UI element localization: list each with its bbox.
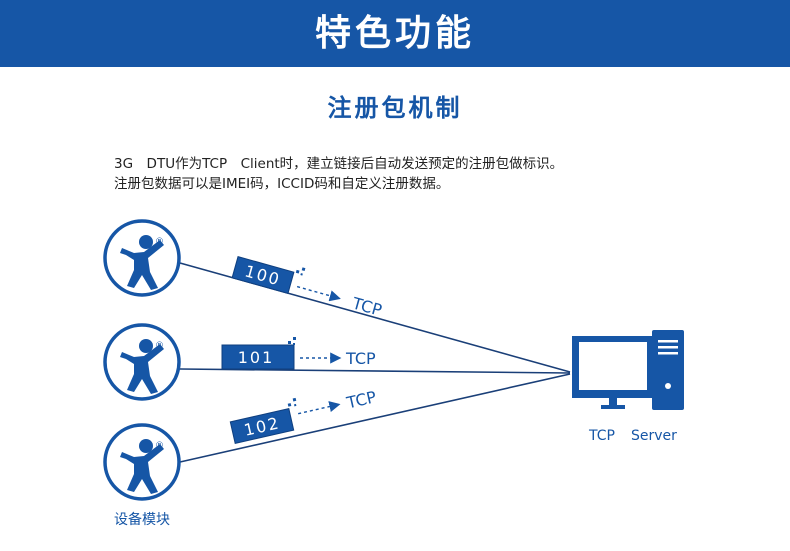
connection-line-3 <box>179 373 571 463</box>
signal-bit-icon <box>288 341 291 344</box>
server-computer-icon <box>572 330 684 410</box>
signal-bit-icon <box>294 403 297 407</box>
signal-bit-icon <box>293 337 296 340</box>
description: 3G DTU作为TCP Client时，建立链接后自动发送预定的注册包做标识。 … <box>114 154 734 194</box>
packet-arrow-3 <box>298 401 341 415</box>
signal-bit-icon <box>287 403 292 407</box>
device-person-icon <box>120 439 164 494</box>
packet-arrow-1 <box>296 285 341 302</box>
monitor-neck <box>609 398 617 406</box>
packet-group-3: 102 TCP <box>229 387 378 444</box>
device-person-icon <box>120 339 164 394</box>
signal-bit-icon <box>292 397 297 402</box>
description-line-2: 注册包数据可以是IMEI码，ICCID码和自定义注册数据。 <box>114 176 450 192</box>
packet-id-1: 100 <box>243 261 283 289</box>
power-button-icon <box>665 383 671 389</box>
device-caption: 设备模块 <box>114 511 170 528</box>
packet-group-2: 101 TCP <box>221 337 376 370</box>
signal-bit-icon <box>295 269 300 274</box>
section-title: 注册包机制 <box>327 94 463 122</box>
signal-bit-icon <box>301 267 306 272</box>
registered-mark: ® <box>155 237 164 247</box>
registered-mark: ® <box>155 341 164 351</box>
packet-group-1: 100 TCP <box>231 255 384 320</box>
tower-slot <box>658 340 678 343</box>
protocol-label-3: TCP <box>344 387 378 412</box>
tower-slot <box>658 346 678 349</box>
description-line-1: 3G DTU作为TCP Client时，建立链接后自动发送预定的注册包做标识。 <box>114 156 564 172</box>
tower-slot <box>658 352 678 355</box>
signal-bit-icon <box>300 273 303 276</box>
connection-line-2 <box>179 368 571 374</box>
monitor-screen <box>579 342 647 390</box>
signal-bit-icon <box>293 343 295 345</box>
packet-box-3 <box>229 408 295 444</box>
banner-title: 特色功能 <box>314 13 475 54</box>
packet-id-3: 102 <box>242 413 282 440</box>
device-node-1: ® <box>103 219 181 297</box>
server-label-server: Server <box>631 428 677 444</box>
protocol-label-2: TCP <box>345 349 376 368</box>
monitor-base <box>601 405 625 409</box>
device-node-3: ® <box>103 423 181 501</box>
protocol-label-1: TCP <box>349 293 384 320</box>
packet-id-2: 101 <box>238 348 275 367</box>
device-node-2: ® <box>103 323 181 401</box>
packet-box-1 <box>231 255 295 295</box>
packet-box-2 <box>221 344 295 370</box>
device-person-icon <box>120 235 164 290</box>
registered-mark: ® <box>155 441 164 451</box>
header-banner <box>0 0 790 67</box>
tower-case <box>652 330 684 410</box>
server-label-tcp: TCP <box>588 428 615 444</box>
